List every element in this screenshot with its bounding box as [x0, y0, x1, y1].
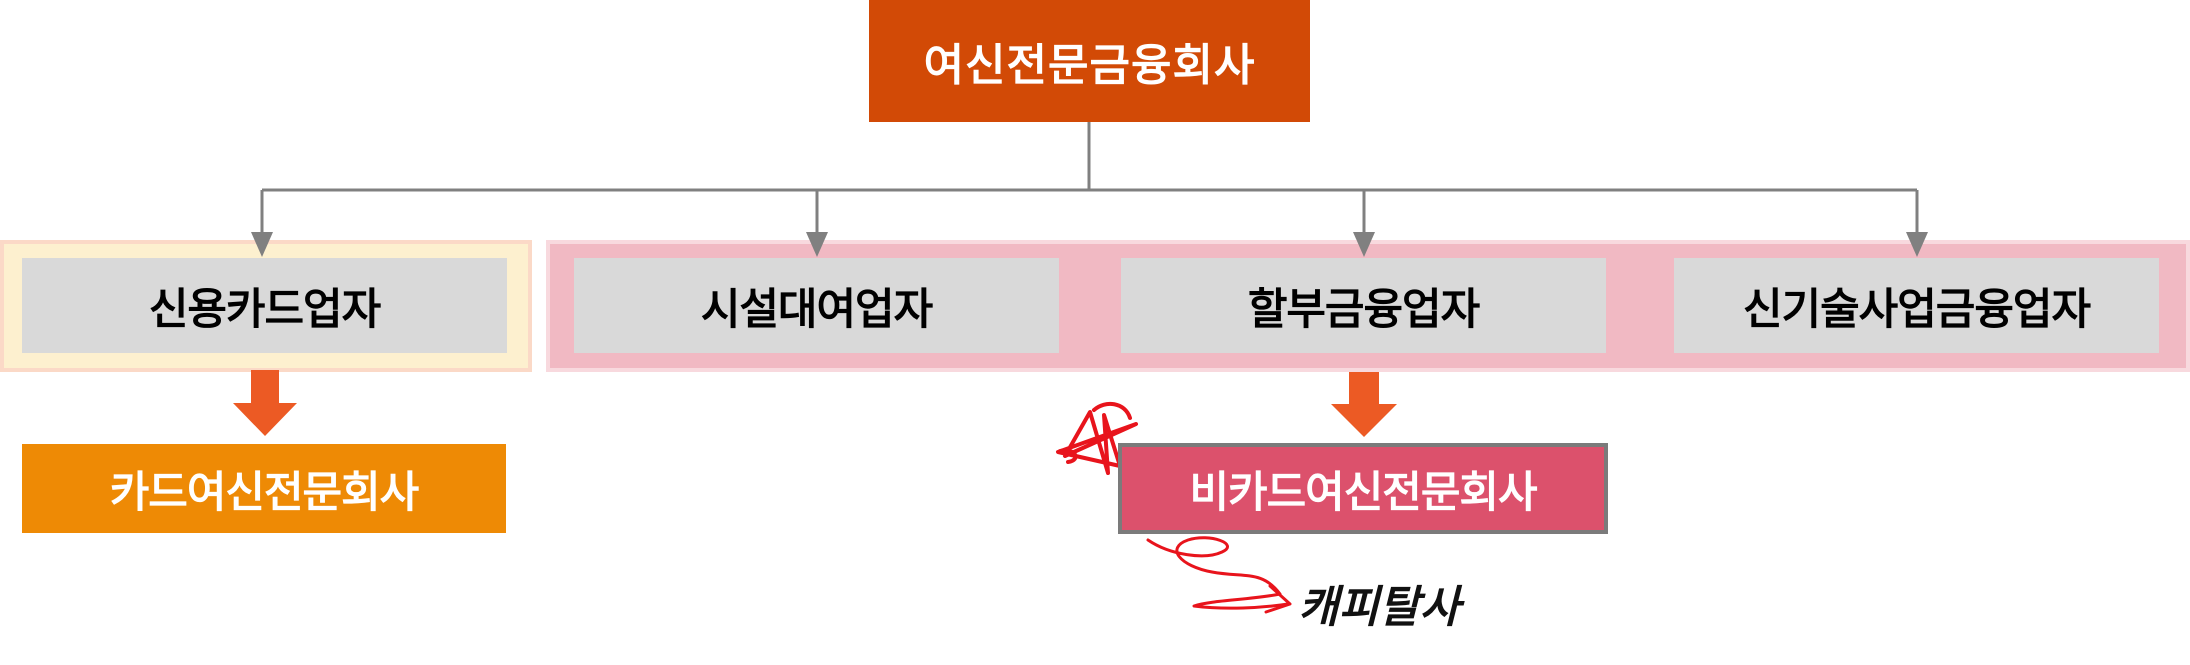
arrowhead-credit-card: [251, 232, 273, 257]
category-label: 신용카드업자: [148, 284, 381, 335]
down-arrow-noncard: [1331, 372, 1397, 437]
result-noncard-credit-company: 비카드여신전문회사: [1118, 443, 1608, 534]
arrowhead-facility-lease: [806, 232, 828, 257]
category-label: 할부금융업자: [1247, 284, 1480, 335]
category-label: 신기술사업금융업자: [1742, 284, 2091, 335]
handwritten-swirl-arrow: [1146, 536, 1292, 614]
annotation-capital-company: 캐피탈사: [1298, 568, 1498, 638]
tree-connectors: [260, 122, 1919, 236]
arrowhead-installment: [1353, 232, 1375, 257]
result-card-credit-company: 카드여신전문회사: [22, 444, 506, 533]
handwritten-star-mark: [1056, 401, 1138, 475]
category-label: 시설대여업자: [700, 284, 933, 335]
annotation-label: 캐피탈사: [1298, 582, 1460, 633]
connector-arrowheads: [251, 232, 1928, 257]
category-installment-finance-business: 할부금융업자: [1121, 258, 1606, 353]
arrowhead-new-tech: [1906, 232, 1928, 257]
root-node-credit-finance-company: 여신전문금융회사: [869, 0, 1310, 122]
category-credit-card-business: 신용카드업자: [22, 258, 507, 353]
category-facility-lease-business: 시설대여업자: [574, 258, 1059, 353]
down-arrow-card: [233, 370, 297, 436]
result-label: 카드여신전문회사: [109, 467, 419, 518]
root-node-label: 여신전문금융회사: [923, 40, 1256, 91]
result-label: 비카드여신전문회사: [1189, 467, 1537, 518]
category-new-tech-finance-business: 신기술사업금융업자: [1674, 258, 2159, 353]
